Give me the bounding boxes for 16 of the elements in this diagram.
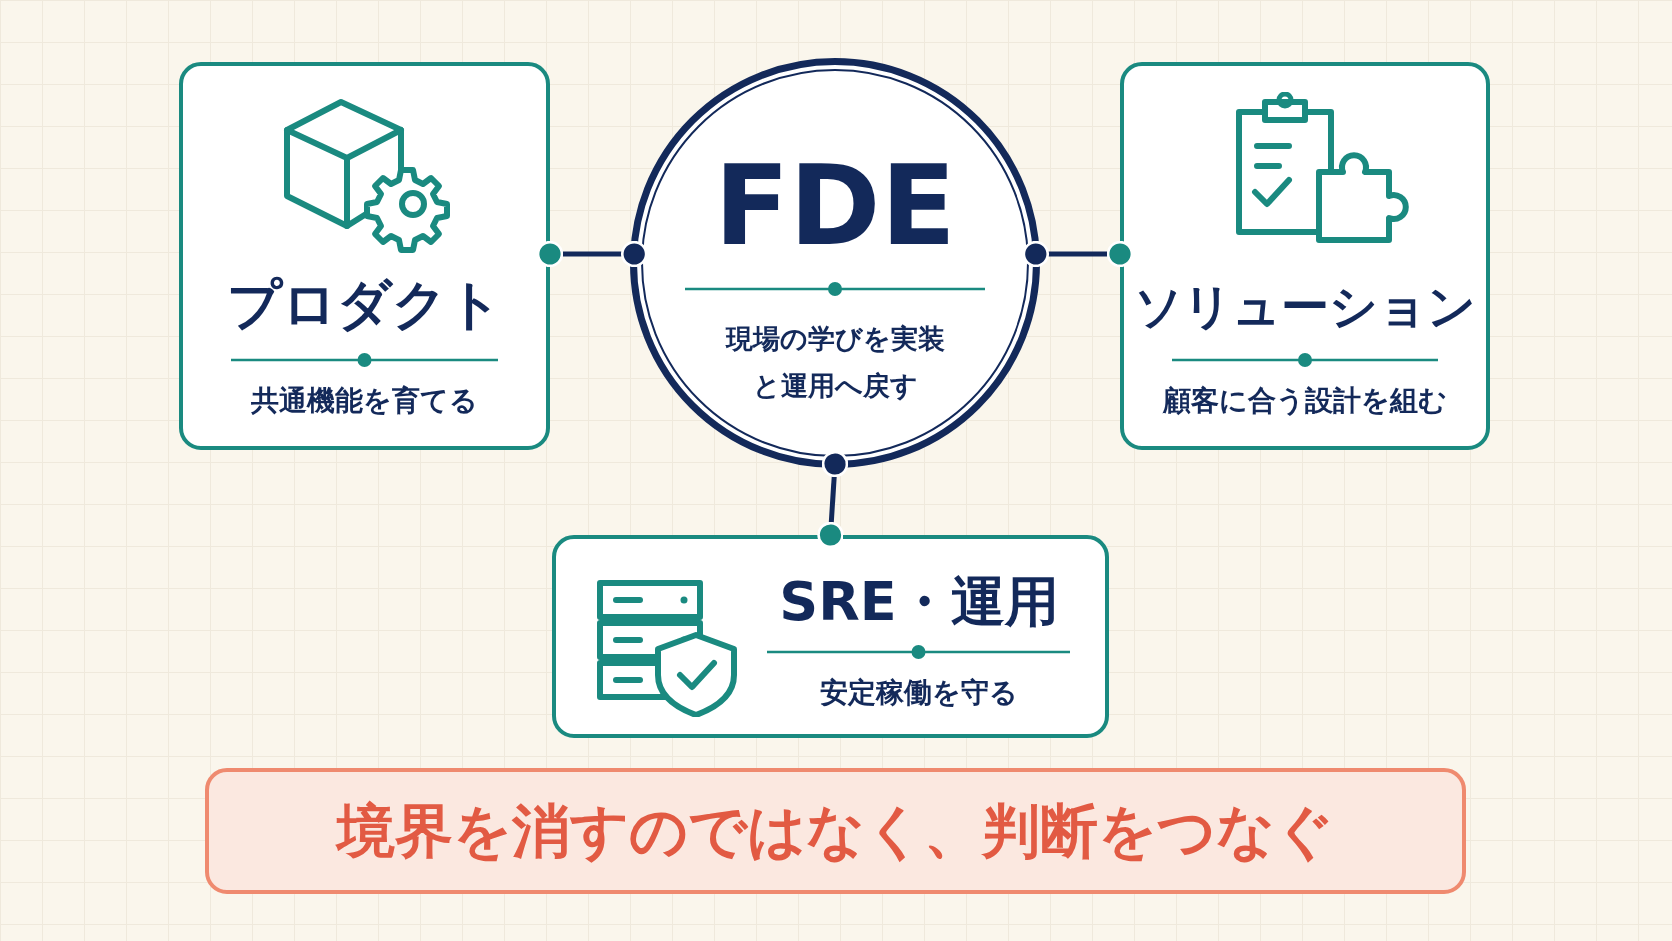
box-subtitle: 顧客に合う設計を組む: [1161, 384, 1448, 418]
connector-line: [817, 450, 849, 549]
box-subtitle: 安定稼働を守る: [819, 676, 1019, 710]
box-title: ソリューション: [1133, 282, 1477, 330]
box-title: プロダクト: [226, 278, 503, 332]
process-box: [1120, 62, 1490, 450]
box-title: SRE・運用: [778, 575, 1060, 629]
message-banner: [205, 768, 1466, 894]
circle-title: FDE: [713, 151, 957, 261]
process-box: [552, 535, 1109, 738]
connector-line: [1022, 240, 1134, 268]
process-box: [179, 62, 550, 450]
circle-subtitle: 現場の学びを実装と運用へ戻す: [724, 322, 946, 404]
banner-text: 境界を消すのではなく、判断をつなぐ: [334, 800, 1335, 864]
connector-line: [536, 240, 648, 268]
box-subtitle: 共通機能を育てる: [250, 384, 479, 418]
